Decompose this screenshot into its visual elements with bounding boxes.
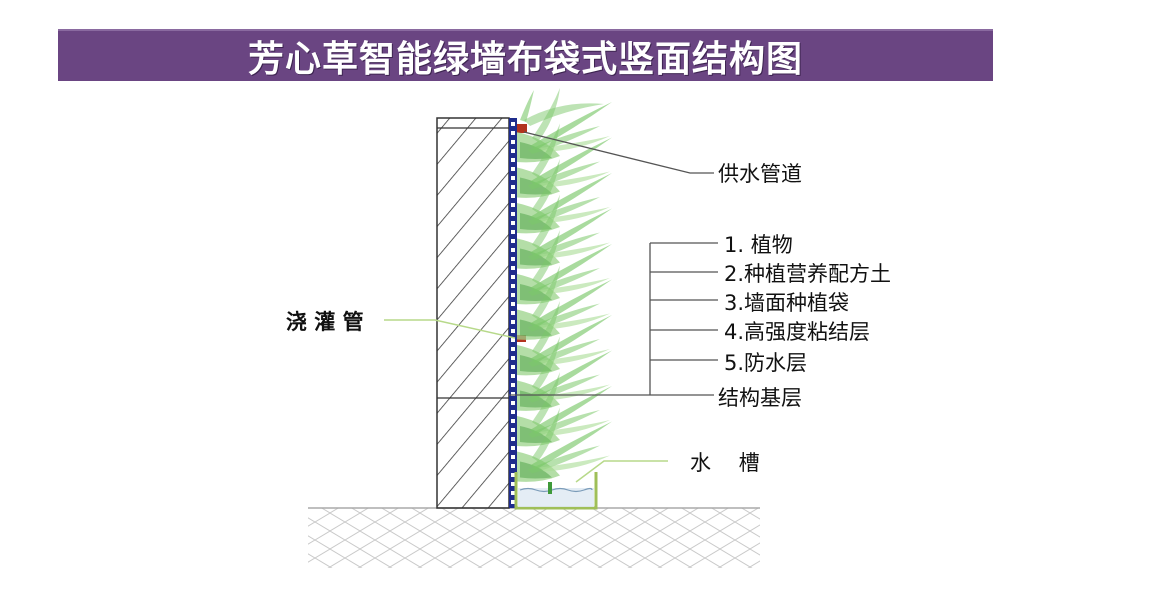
water-trough — [514, 472, 598, 510]
plant-bags — [517, 88, 612, 482]
label-irrigation-pipe: 浇 灌 管 — [286, 310, 364, 334]
label-layer-1: 1. 植物 — [724, 233, 793, 257]
diagram-title: 芳心草智能绿墙布袋式竖面结构图 — [247, 39, 803, 80]
label-layer-4: 4.高强度粘结层 — [724, 320, 871, 344]
ground-pavement — [308, 508, 760, 568]
leader-water-pipe — [523, 131, 714, 174]
leader-water-trough — [575, 460, 668, 483]
label-water-trough: 水 槽 — [690, 451, 760, 475]
label-layer-3: 3.墙面种植袋 — [724, 291, 850, 315]
label-layer-5: 5.防水层 — [724, 351, 808, 375]
leader-green-lines — [384, 319, 668, 483]
leader-irrigation-pipe — [384, 319, 516, 339]
title-banner: 芳心草智能绿墙布袋式竖面结构图 — [58, 29, 993, 81]
label-layer-2: 2.种植营养配方土 — [724, 262, 892, 286]
leader-lines — [509, 131, 718, 396]
label-base-layer: 结构基层 — [718, 386, 802, 410]
label-water-pipe: 供水管道 — [718, 162, 802, 186]
structural-wall — [436, 117, 510, 509]
